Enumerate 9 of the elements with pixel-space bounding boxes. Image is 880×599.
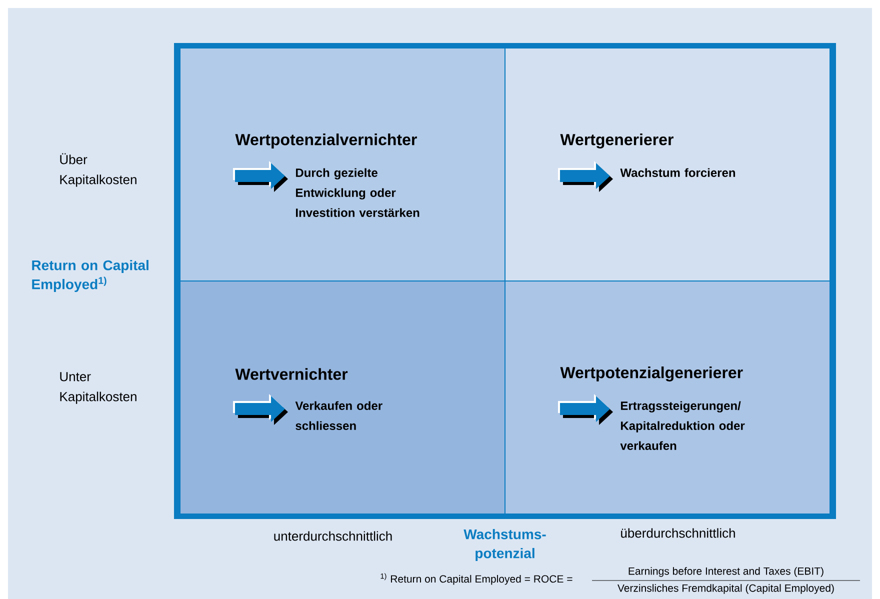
axis-title: Wachstums- potenzial	[464, 528, 546, 562]
axis-label: überdurchschnittlich	[621, 528, 735, 538]
axis-title: Return on Capital Employed$^{1)}$	[32, 260, 148, 292]
axis-label: Über Kapitalkosten	[60, 153, 136, 187]
axis-label: Unter Kapitalkosten	[60, 372, 136, 404]
fraction-numerator: Earnings before Interest and Taxes (EBIT)	[628, 567, 824, 577]
footnote: $^{1)}$ Return on Capital Employed = ROCE =	[380, 573, 572, 585]
axis-label: unterdurchschnittlich	[274, 531, 392, 541]
fraction-denominator: Verzinsliches Fremdkapital (Capital Employed)	[618, 584, 834, 594]
